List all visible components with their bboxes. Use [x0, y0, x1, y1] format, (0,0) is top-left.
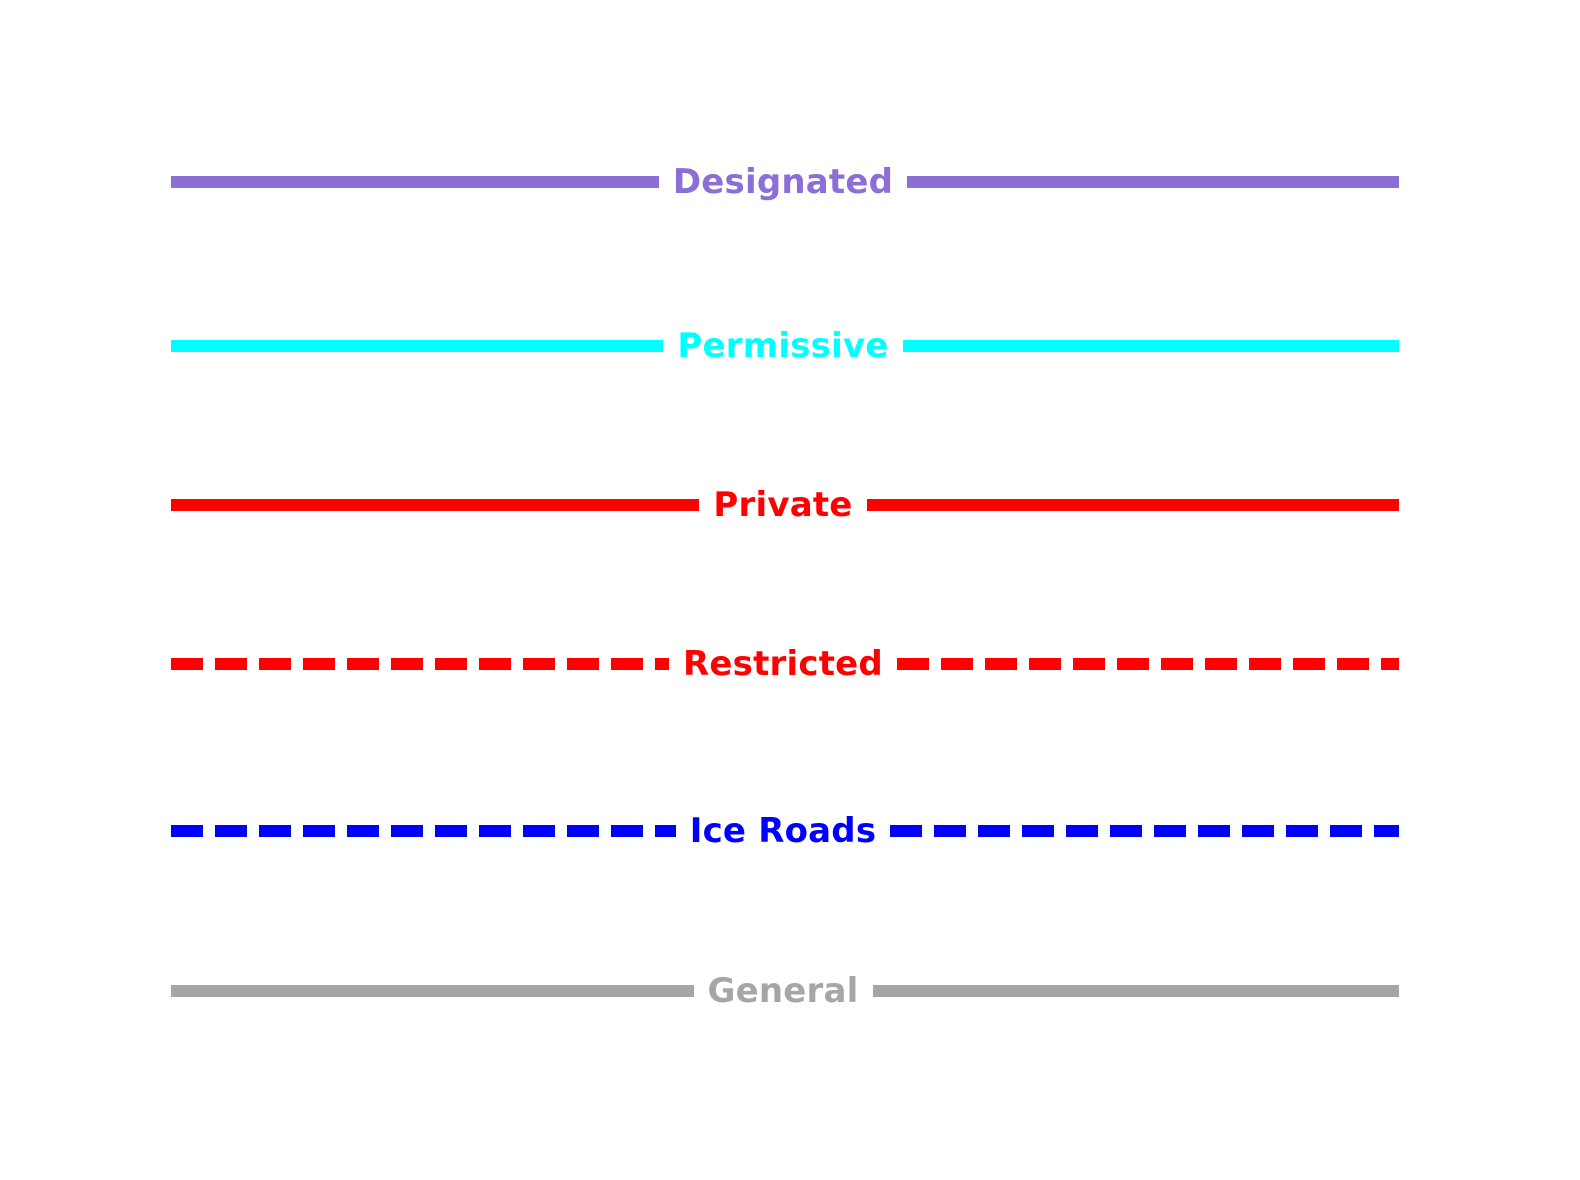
legend-label-ice-roads: Ice Roads: [689, 811, 877, 851]
legend-line-left-private: [171, 499, 700, 511]
legend-line-left-general: [171, 985, 694, 997]
legend-label-designated: Designated: [672, 162, 894, 202]
legend-line-right-general: [872, 985, 1399, 997]
legend-line-left-ice-roads: [171, 825, 676, 837]
legend-line-left-permissive: [171, 340, 664, 352]
legend-label-permissive: Permissive: [677, 326, 889, 366]
legend-label-restricted: Restricted: [683, 644, 883, 684]
legend-row-ice-roads: Ice Roads: [171, 814, 1399, 848]
legend-row-designated: Designated: [171, 165, 1399, 199]
legend-label-private: Private: [713, 485, 853, 525]
legend-label-general: General: [707, 971, 859, 1011]
legend-line-left-restricted: [171, 658, 670, 670]
legend-line-right-permissive: [902, 340, 1399, 352]
legend-line-right-private: [866, 499, 1399, 511]
legend-line-right-restricted: [896, 658, 1399, 670]
legend-line-right-designated: [907, 176, 1399, 188]
legend-row-general: General: [171, 974, 1399, 1008]
legend-line-right-ice-roads: [890, 825, 1399, 837]
legend-line-left-designated: [171, 176, 659, 188]
legend-row-restricted: Restricted: [171, 647, 1399, 681]
legend-row-permissive: Permissive: [171, 329, 1399, 363]
legend-row-private: Private: [171, 488, 1399, 522]
